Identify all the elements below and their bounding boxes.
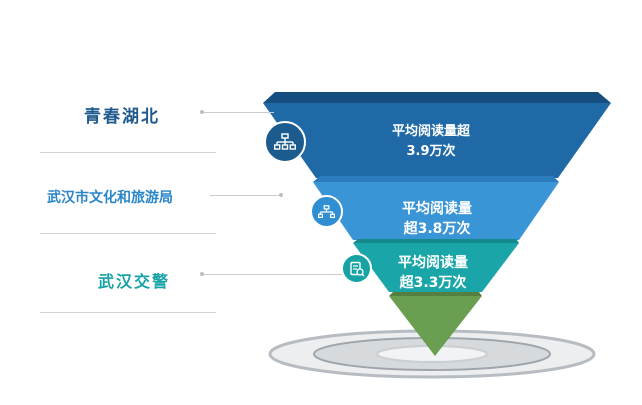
connector-line-1 (204, 112, 274, 113)
funnel-tier-3-top (353, 239, 519, 243)
connector-dot-2 (279, 193, 283, 197)
org-chart-icon (264, 121, 306, 163)
connector-dot-3 (200, 272, 204, 276)
divider-3 (40, 312, 216, 313)
funnel-tier-1 (263, 103, 611, 178)
label-qingchun-hubei: 青春湖北 (84, 107, 160, 127)
divider-1 (40, 152, 216, 153)
label-wuhan-traffic-police: 武汉交警 (98, 272, 171, 291)
tier-2-line-1: 平均阅读量 (402, 201, 472, 217)
tier-3-line-1: 平均阅读量 (398, 255, 468, 271)
document-check-icon (341, 253, 372, 284)
tier-2-text: 平均阅读量 超3.8万次 (384, 199, 490, 239)
tier-1-text: 平均阅读量超 3.9万次 (371, 122, 491, 162)
tier-3-text: 平均阅读量 超3.3万次 (380, 253, 486, 293)
connector-line-2 (210, 195, 279, 196)
connector-dot-1 (200, 110, 204, 114)
tier-2-line-2: 超3.8万次 (403, 221, 471, 237)
tier-3-line-2: 超3.3万次 (399, 275, 467, 291)
tier-1-line-2: 3.9万次 (406, 144, 456, 159)
funnel-tier-2-top (313, 176, 559, 182)
funnel-tip-top (389, 292, 482, 296)
funnel-tier-1-top (263, 92, 611, 103)
funnel-tip (389, 296, 482, 356)
connector-line-3 (204, 274, 344, 275)
funnel-tier-2 (313, 182, 559, 240)
funnel-tier-3 (353, 243, 519, 292)
hierarchy-icon (310, 195, 343, 228)
tier-1-line-1: 平均阅读量超 (391, 124, 470, 139)
divider-2 (40, 233, 216, 234)
label-wuhan-culture-tourism: 武汉市文化和旅游局 (47, 190, 173, 206)
